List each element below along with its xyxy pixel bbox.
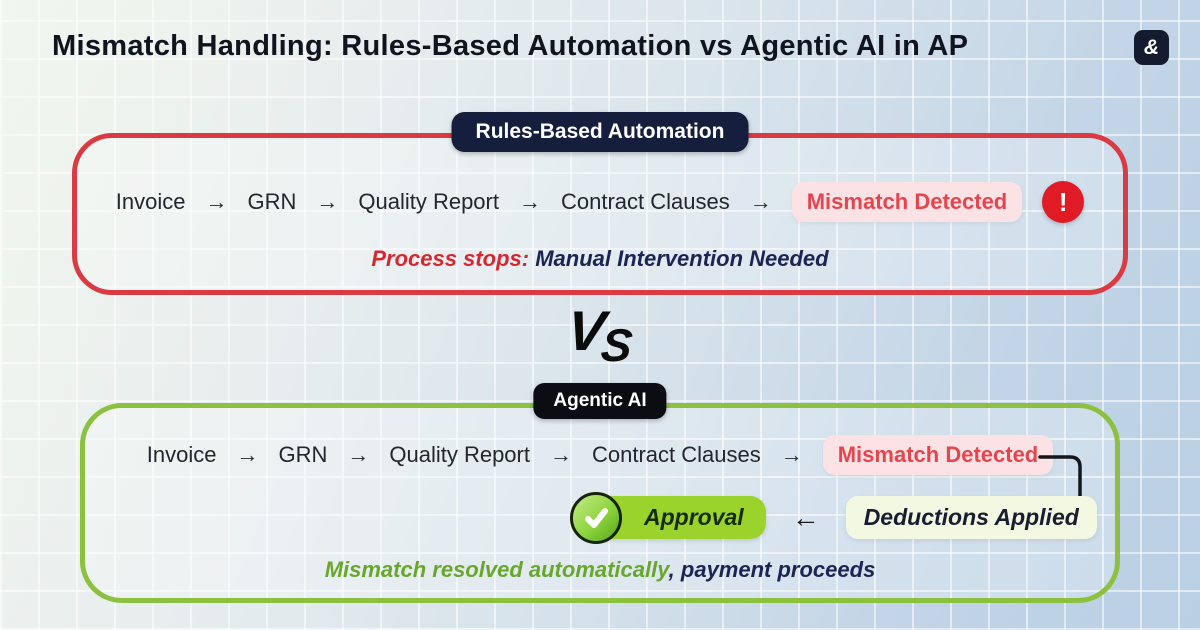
arrow-right-icon: → bbox=[236, 442, 259, 467]
arrow-right-icon: → bbox=[780, 442, 803, 467]
exclamation-glyph: ! bbox=[1058, 186, 1068, 217]
flow-step-invoice: Invoice bbox=[146, 442, 217, 467]
flow-step-contract-clauses: Contract Clauses bbox=[591, 442, 761, 467]
arrow-right-icon: → bbox=[749, 189, 772, 214]
flow-step-quality-report: Quality Report bbox=[358, 189, 499, 214]
flow-step-grn: GRN bbox=[278, 442, 328, 467]
arrow-right-icon: → bbox=[347, 442, 370, 467]
agentic-flow-row: Invoice → GRN → Quality Report → Contrac… bbox=[0, 435, 1200, 475]
mismatch-detected-pill: Mismatch Detected bbox=[791, 182, 1023, 222]
flow-step-contract-clauses: Contract Clauses bbox=[560, 189, 730, 214]
agentic-caption: Mismatch resolved automatically, payment… bbox=[0, 557, 1200, 583]
rules-caption: Process stops: Manual Intervention Neede… bbox=[0, 246, 1200, 272]
flow-step-invoice: Invoice bbox=[115, 189, 186, 214]
alert-icon: ! bbox=[1042, 181, 1085, 223]
rules-caption-rest: Manual Intervention Needed bbox=[529, 246, 829, 271]
vs-divider: VS bbox=[564, 299, 635, 371]
flow-step-quality-report: Quality Report bbox=[389, 442, 530, 467]
ampersand-logo-icon: & bbox=[1143, 35, 1160, 59]
rules-flow-row: Invoice → GRN → Quality Report → Contrac… bbox=[0, 181, 1200, 223]
arrow-right-icon: → bbox=[518, 189, 541, 214]
arrow-right-icon: → bbox=[316, 189, 339, 214]
agentic-badge: Agentic AI bbox=[533, 383, 667, 419]
rules-caption-highlight: Process stops: bbox=[371, 246, 530, 271]
rules-badge: Rules-Based Automation bbox=[451, 112, 749, 152]
vs-letter-s: S bbox=[599, 319, 636, 371]
agentic-caption-rest: , payment proceeds bbox=[668, 557, 876, 582]
agentic-resolution-row: Approval ← Deductions Applied bbox=[570, 491, 1097, 544]
flow-step-grn: GRN bbox=[247, 189, 297, 214]
agentic-caption-highlight: Mismatch resolved automatically bbox=[324, 557, 669, 582]
mismatch-detected-pill: Mismatch Detected bbox=[822, 435, 1054, 475]
arrow-right-icon: → bbox=[205, 189, 228, 214]
deductions-applied-pill: Deductions Applied bbox=[845, 496, 1097, 539]
arrow-right-icon: → bbox=[549, 442, 572, 467]
arrow-left-icon: ← bbox=[791, 501, 820, 533]
approval-item: Approval bbox=[570, 491, 766, 544]
brand-logo: & bbox=[1134, 30, 1169, 65]
page-title: Mismatch Handling: Rules-Based Automatio… bbox=[52, 30, 969, 62]
checkmark-icon bbox=[570, 491, 622, 544]
